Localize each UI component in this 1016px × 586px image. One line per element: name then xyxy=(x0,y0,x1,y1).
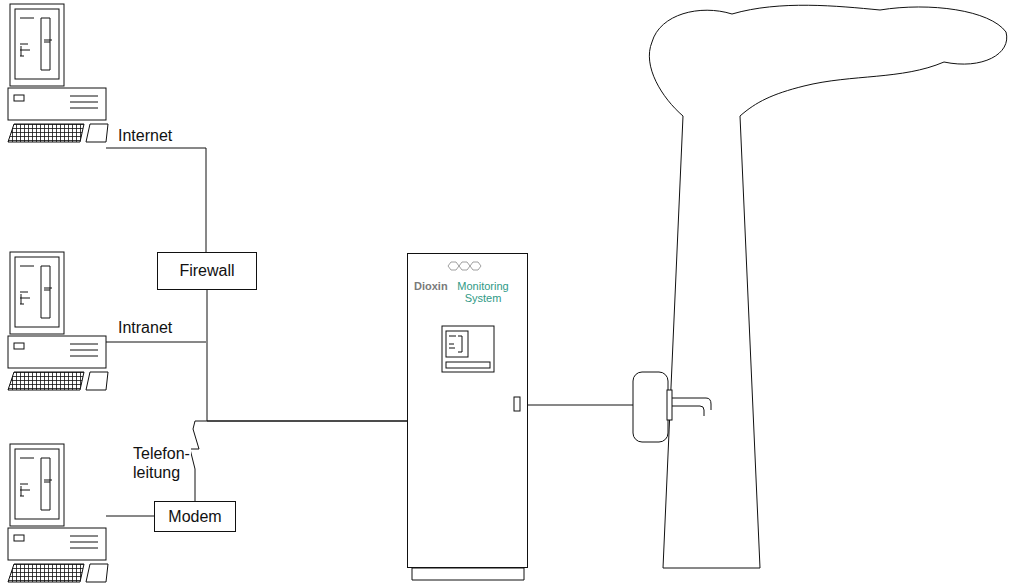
modem-wire xyxy=(106,516,154,517)
panel-screen xyxy=(446,331,468,357)
probe-tubes xyxy=(672,398,711,416)
cabinet: DioxinMonitoring System xyxy=(407,253,528,568)
network-wire xyxy=(106,148,206,252)
panel-buttons xyxy=(446,362,490,368)
probe-flange xyxy=(667,390,672,420)
computer xyxy=(8,252,108,390)
box-label: Firewall xyxy=(179,262,234,280)
panel-screen-lines xyxy=(449,336,462,352)
firewall-box: Firewall xyxy=(157,252,257,290)
network-label: Intranet xyxy=(118,318,172,337)
chimney xyxy=(663,116,760,568)
modem-box: Modem xyxy=(154,501,236,532)
connector-line xyxy=(190,421,407,501)
network-label: Internet xyxy=(118,126,172,145)
sample-wire xyxy=(528,405,633,406)
logo-text: Monitoring System xyxy=(448,280,518,304)
computer xyxy=(8,444,108,582)
network-wire xyxy=(106,342,206,343)
sampling-probe xyxy=(633,372,668,442)
connector-line xyxy=(207,290,407,421)
smoke xyxy=(649,5,1006,116)
door-handle xyxy=(514,397,520,411)
box-label: Modem xyxy=(168,508,221,526)
cabinet-base xyxy=(412,568,524,580)
control-panel xyxy=(442,326,494,372)
computer xyxy=(8,4,108,142)
logo-text: Dioxin xyxy=(414,280,448,292)
connector-label: Telefon- leitung xyxy=(132,444,191,482)
logo-hexagons xyxy=(448,262,481,270)
